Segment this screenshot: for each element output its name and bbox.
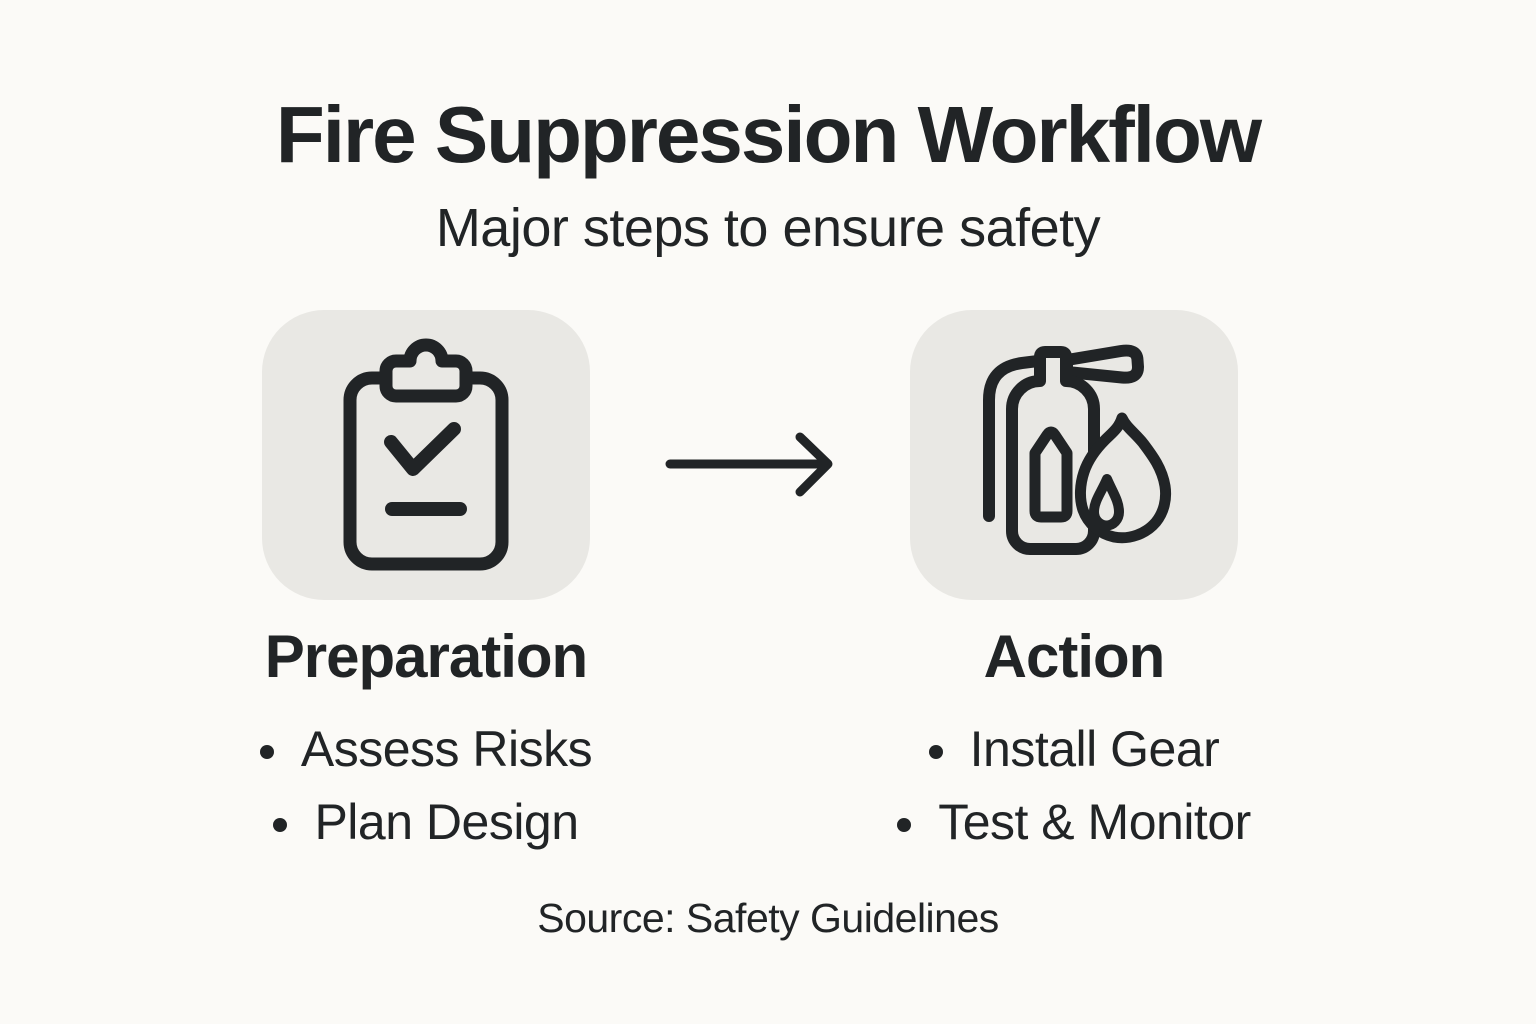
clipboard-check-icon [343, 338, 509, 571]
list-item: Test & Monitor [844, 785, 1304, 858]
page-subtitle: Major steps to ensure safety [435, 198, 1101, 258]
bullet-text: Install Gear [969, 720, 1220, 777]
bullet-dot [928, 744, 943, 759]
fire-extinguisher-flame-icon [983, 344, 1172, 555]
bullet-text: Test & Monitor [938, 793, 1251, 850]
step-preparation: Preparation Assess Risks Plan Design [196, 310, 656, 858]
page-title: Fire Suppression Workflow [275, 90, 1262, 179]
bullet-dot [897, 817, 912, 832]
action-bullet-list: Install Gear Test & Monitor [844, 712, 1304, 858]
preparation-bullet-list: Assess Risks Plan Design [196, 712, 656, 858]
bullet-text: Assess Risks [300, 720, 593, 777]
step-title-action: Action [983, 623, 1166, 690]
list-item: Assess Risks [196, 712, 656, 785]
bullet-dot [259, 744, 274, 759]
action-icon-card [910, 310, 1238, 600]
source-note: Source: Safety Guidelines [537, 895, 999, 941]
list-item: Install Gear [844, 712, 1304, 785]
list-item: Plan Design [196, 785, 656, 858]
step-title-preparation: Preparation [264, 623, 588, 690]
bullet-dot [273, 817, 288, 832]
preparation-icon-card [262, 310, 590, 600]
arrow-right-icon [665, 432, 833, 497]
bullet-text: Plan Design [314, 793, 579, 850]
step-action: Action Install Gear Test & Monitor [844, 310, 1304, 858]
